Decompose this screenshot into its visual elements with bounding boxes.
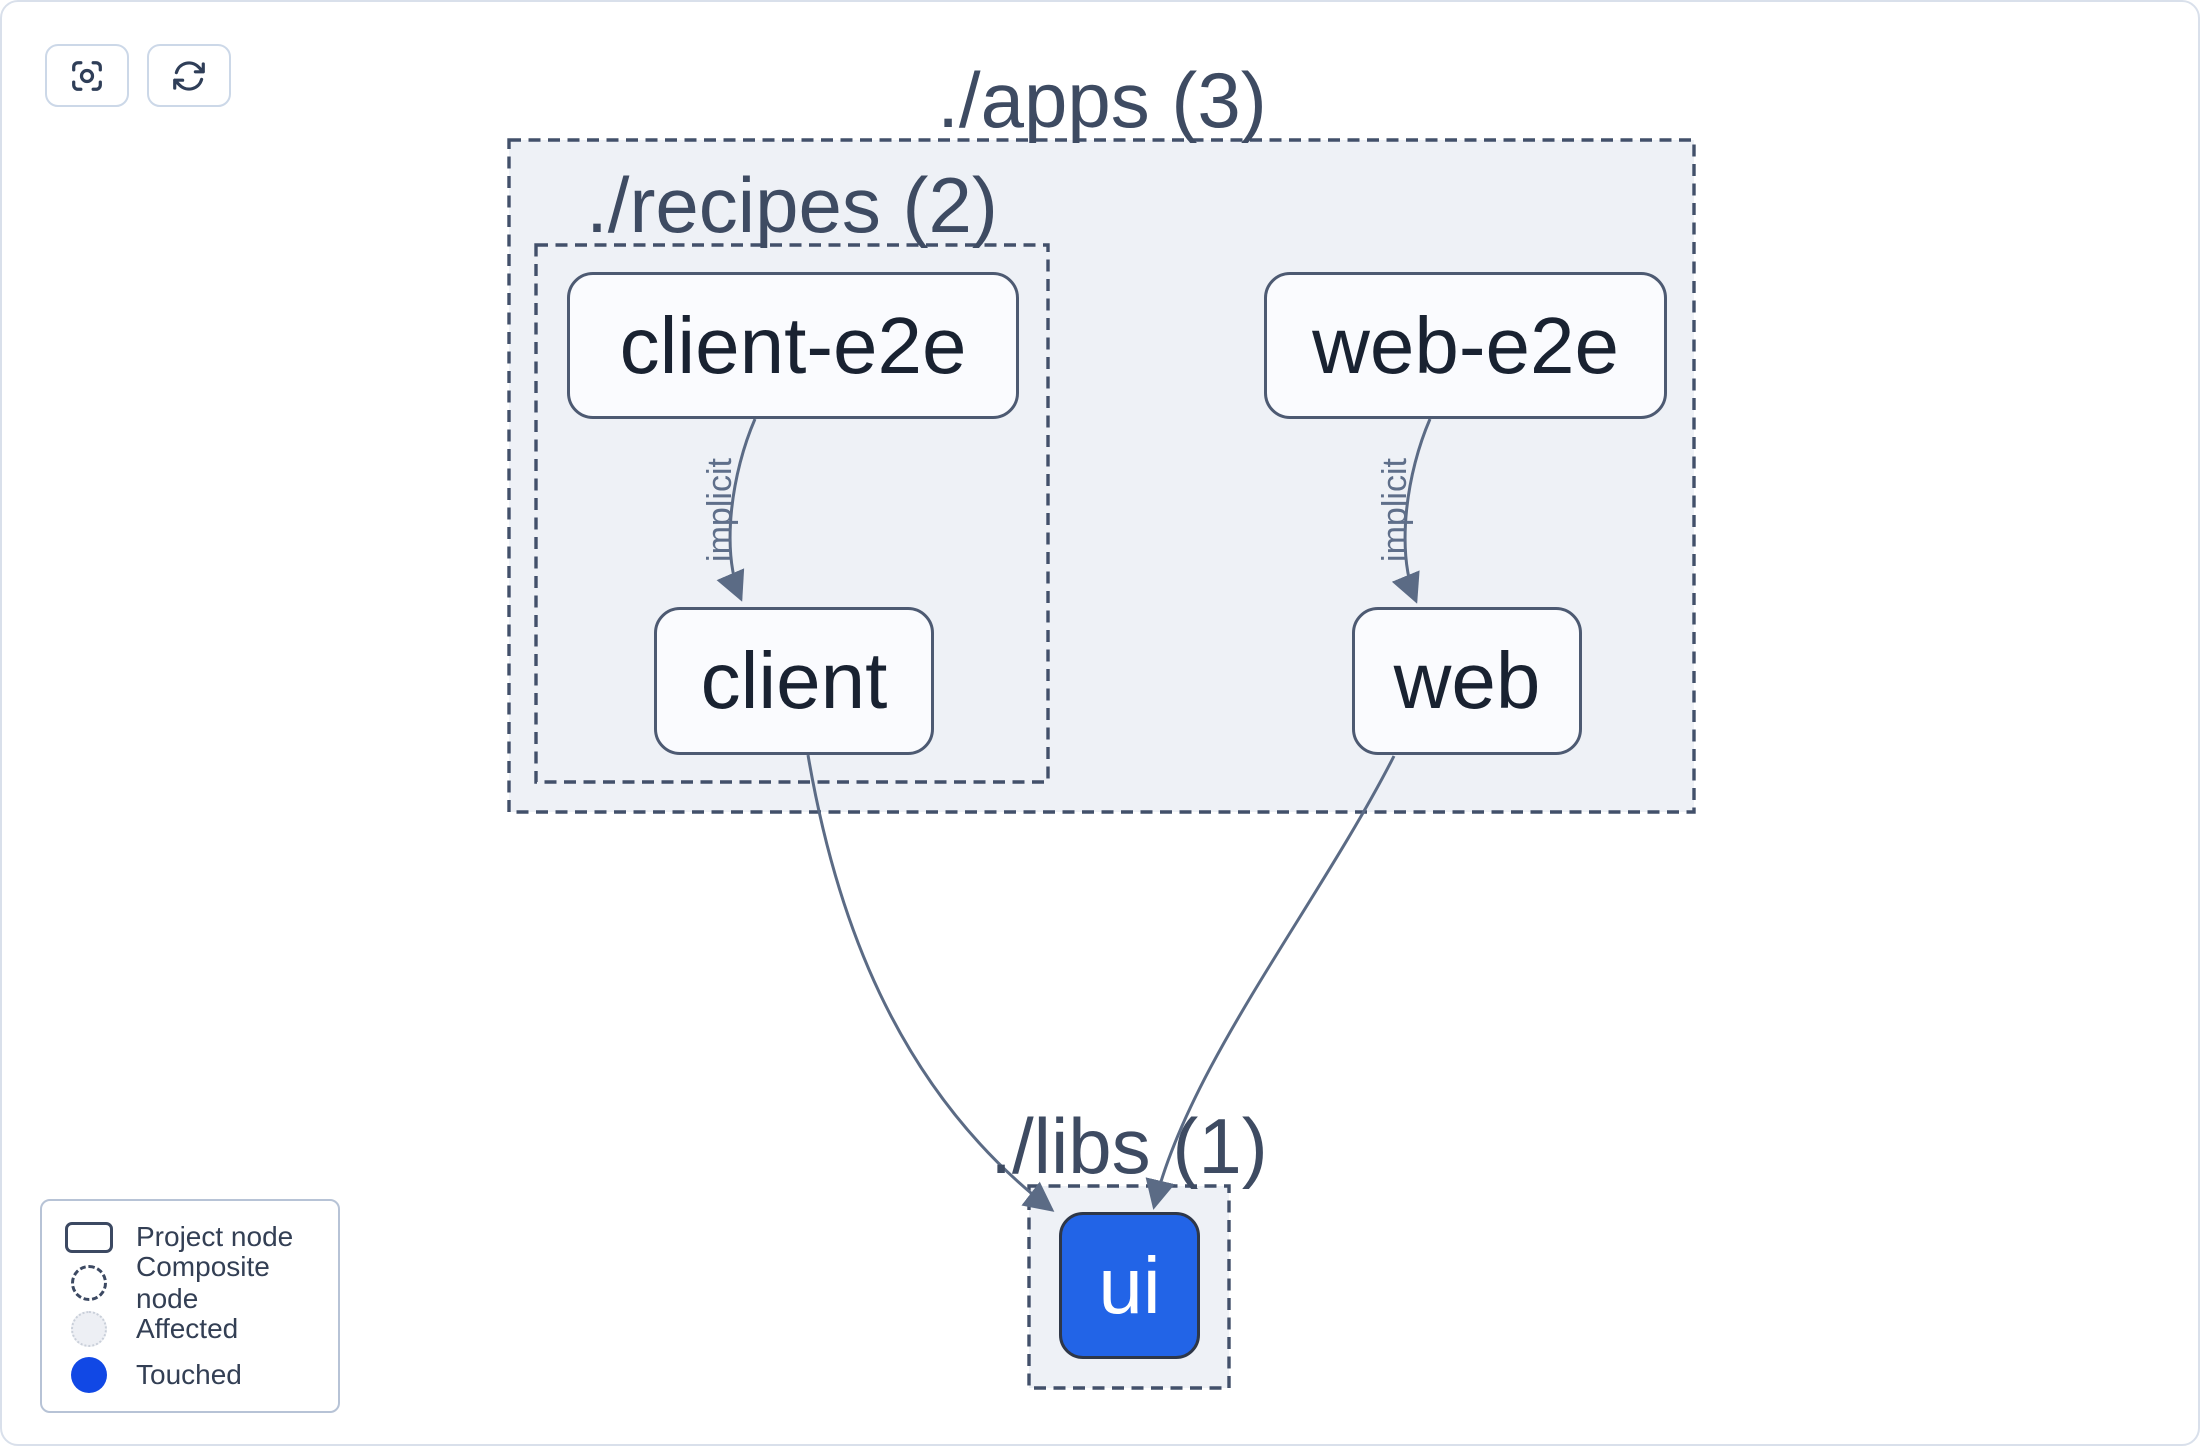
legend-label: Composite node bbox=[136, 1251, 270, 1314]
affected-swatch bbox=[71, 1311, 107, 1347]
legend-item-composite-node: Composite node bbox=[42, 1251, 338, 1314]
edge-client-e2e-to-client[interactable] bbox=[716, 418, 757, 602]
project-node-web[interactable]: web bbox=[1352, 607, 1582, 755]
swatch-cell bbox=[42, 1311, 136, 1347]
toolbar bbox=[45, 44, 231, 107]
refresh-button[interactable] bbox=[147, 44, 231, 107]
touched-swatch bbox=[71, 1357, 107, 1393]
legend: Project node Composite node Affected Tou… bbox=[40, 1199, 340, 1413]
composite-label-libs[interactable]: ./libs (1) bbox=[990, 1102, 1268, 1190]
project-node-label: web-e2e bbox=[1312, 300, 1619, 390]
swatch-cell bbox=[42, 1221, 136, 1253]
project-node-label: web bbox=[1393, 636, 1541, 725]
project-node-web-e2e[interactable]: web-e2e bbox=[1264, 272, 1667, 419]
zoom-to-fit-button[interactable] bbox=[45, 44, 129, 107]
edge-label-implicit: implicit bbox=[1376, 458, 1414, 562]
refresh-icon bbox=[173, 60, 205, 91]
legend-label: Project node bbox=[136, 1221, 294, 1252]
project-node-client[interactable]: client bbox=[654, 607, 934, 755]
project-node-swatch bbox=[65, 1221, 113, 1253]
project-node-label: client-e2e bbox=[619, 300, 967, 390]
project-node-client-e2e[interactable]: client-e2e bbox=[567, 272, 1019, 419]
edge-label-implicit: implicit bbox=[701, 458, 739, 562]
legend-item-project-node: Project node bbox=[42, 1214, 338, 1260]
project-node-ui-touched[interactable]: ui bbox=[1059, 1212, 1200, 1359]
legend-item-touched: Touched bbox=[42, 1352, 338, 1398]
legend-item-affected: Affected bbox=[42, 1306, 338, 1352]
swatch-cell bbox=[42, 1357, 136, 1393]
composite-label-apps[interactable]: ./apps (3) bbox=[937, 56, 1267, 144]
legend-label: Affected bbox=[136, 1313, 239, 1344]
focus-icon bbox=[72, 60, 102, 91]
project-node-label: ui bbox=[1098, 1240, 1161, 1330]
composite-label-recipes[interactable]: ./recipes (2) bbox=[586, 161, 998, 249]
legend-label: Touched bbox=[136, 1359, 242, 1390]
edge-web-to-ui[interactable] bbox=[1145, 755, 1396, 1210]
swatch-cell bbox=[42, 1265, 136, 1301]
edge-client-to-ui[interactable] bbox=[806, 754, 1055, 1212]
project-node-label: client bbox=[700, 636, 888, 725]
edge-web-e2e-to-web[interactable] bbox=[1391, 418, 1432, 604]
composite-node-swatch bbox=[71, 1265, 107, 1301]
